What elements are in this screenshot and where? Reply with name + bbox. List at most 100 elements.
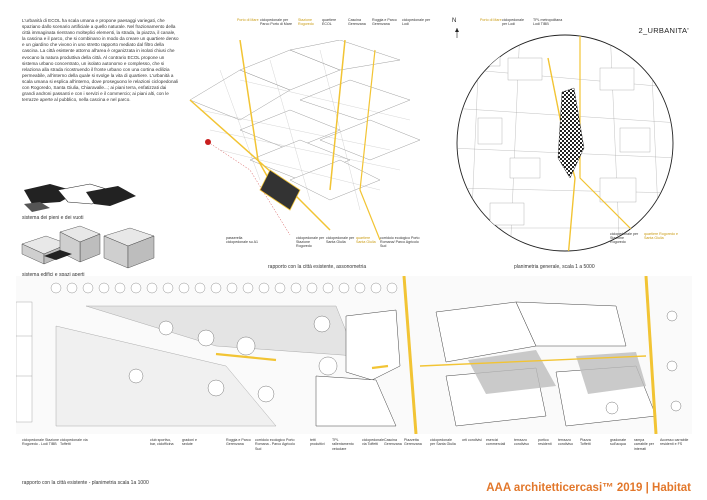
masterplan-block xyxy=(489,202,525,226)
north-label: N xyxy=(452,18,457,24)
bottom-label: tetti produttivi xyxy=(310,438,325,447)
bottom-label: corridoio ecologico Porto Romana - Parco… xyxy=(255,438,295,451)
buildings-diagram xyxy=(21,225,155,269)
caption-axonometric: rapporto con la città esistente, assonom… xyxy=(268,264,367,270)
tree xyxy=(226,282,238,294)
tree xyxy=(98,282,110,294)
plan-building xyxy=(315,375,397,427)
north-arrow-icon xyxy=(455,28,459,38)
void-block xyxy=(86,186,136,206)
tree xyxy=(114,282,126,294)
tree xyxy=(82,282,94,294)
axo-label-ciclo-santa-giulia: ciclopedonale per Santa Giulia xyxy=(326,236,355,245)
axo-label-quartiere-ecol: quartiere ECOL xyxy=(322,18,337,27)
axo-label-stazione: Stazione Rogoredo xyxy=(298,18,314,27)
axo-label-corridoio: corridoio ecologico Porto Romana/ Parco … xyxy=(380,236,420,249)
caption-masterplan: planimetria generale, scala 1 a 5000 xyxy=(514,264,595,270)
masterplan-block xyxy=(507,57,543,81)
tree xyxy=(666,360,678,372)
tree xyxy=(666,310,678,322)
tree xyxy=(197,329,215,347)
axo-label-ciclo-stazione: ciclopedonale per Stazione Rogoredo xyxy=(296,236,325,249)
tree xyxy=(322,282,334,294)
caption-open-spaces: sistema edifici e spazi aperti xyxy=(22,272,85,278)
bottom-label: Cascina Gerenzana xyxy=(384,438,402,447)
bottom-label: terrazzo condiviso xyxy=(514,438,529,447)
bottom-label: Accesso carrabile residenti e FS xyxy=(660,438,689,447)
axo-label-roggia: Roggia e Parco Gerenzana xyxy=(372,18,397,27)
tree xyxy=(258,282,270,294)
tree xyxy=(194,282,206,294)
tree xyxy=(210,282,222,294)
tree xyxy=(257,385,275,403)
axo-label-pista: ciclopedonale per Parco Porto di Mare xyxy=(260,18,292,27)
axo-label-cascina: Cascina Gerenzana xyxy=(348,18,366,27)
site-plan xyxy=(16,276,692,434)
bottom-label: Piazza Toffetti xyxy=(580,438,591,447)
bottom-label: portico residenti xyxy=(538,438,552,447)
bottom-label: ciclopedonale via Toffetti xyxy=(362,438,384,447)
plan-building xyxy=(515,301,627,347)
bottom-label: rampa carrabile per interrati xyxy=(634,438,654,451)
tree xyxy=(354,282,366,294)
axo-street xyxy=(219,49,361,211)
masterplan-block xyxy=(477,117,503,145)
plan-cycle-route xyxy=(215,352,277,362)
masterplan-block xyxy=(619,127,651,153)
tree xyxy=(50,282,62,294)
plan-cycle-route xyxy=(644,276,658,434)
bottom-label: gradonate sull'acqua xyxy=(610,438,627,447)
bottom-label: esercizi commerciali xyxy=(486,438,506,447)
axo-label-passerella: passerella ciclopedonale su A1 xyxy=(226,236,258,245)
plan-label-santa-giulia: quartiere Rogoredo e Santa Giulia xyxy=(644,232,678,241)
tree xyxy=(605,401,619,415)
axonometric-drawing xyxy=(189,40,421,241)
open-space-marker xyxy=(44,250,72,260)
tree xyxy=(386,282,398,294)
tree xyxy=(318,356,338,376)
tree xyxy=(178,282,190,294)
plan-label-ciclo-stazione: ciclopedonale per Stazione Rogoredo xyxy=(610,232,639,245)
plan-left-building xyxy=(16,301,33,423)
axo-cycle-route xyxy=(359,49,381,241)
masterplan-street xyxy=(469,35,661,251)
tree xyxy=(236,336,256,356)
bottom-label: gradoni e sedute xyxy=(182,438,197,447)
plan-cycle-route xyxy=(419,355,647,367)
plan-label-tpl-lodi: TPL metropolitana Lodi TIBB xyxy=(533,18,563,27)
bottom-label: TPL rallentamento veicolare xyxy=(332,438,354,451)
bottom-label: orti condivisi xyxy=(462,438,482,442)
intro-paragraph: L'urbanità di ECOL ha scala umana e prop… xyxy=(22,18,179,103)
tree xyxy=(162,282,174,294)
tree xyxy=(313,315,331,333)
masterplan-cycle-route xyxy=(579,35,641,239)
tree xyxy=(370,282,382,294)
building-block xyxy=(127,235,155,269)
caption-plan: rapporto con la città esistente - planim… xyxy=(22,480,149,486)
axo-cycle-route xyxy=(329,40,346,191)
tree xyxy=(242,282,254,294)
axo-label-ciclo-lodi: ciclopedonale per Lodi xyxy=(402,18,431,27)
bottom-label: Piazzetta Gerenzana xyxy=(404,438,422,447)
bottom-label: terrazzo condiviso xyxy=(558,438,573,447)
axo-label-quartiere-santa-giulia: quartiere Santa Giulia xyxy=(356,236,376,245)
plan-terrace xyxy=(576,352,646,394)
plan-label-porto-mare: Porto di Mare xyxy=(480,18,502,22)
axo-ecol-site xyxy=(259,169,301,211)
masterplan-block xyxy=(509,157,541,179)
axo-label-porto-mare: Porto di Mare xyxy=(237,18,259,22)
masterplan-block xyxy=(599,67,635,91)
tree xyxy=(338,282,350,294)
masterplan-block xyxy=(599,177,637,203)
plan-cycle-route xyxy=(402,276,418,434)
masterplan-ecol-site xyxy=(557,87,585,179)
axo-building xyxy=(299,79,411,121)
tree xyxy=(128,368,144,384)
tree xyxy=(306,282,318,294)
void-block xyxy=(24,202,50,212)
masterplan-circle xyxy=(456,34,674,252)
tree xyxy=(274,282,286,294)
plan-park xyxy=(55,325,277,427)
bottom-label: Roggia e Parco Gerenzana xyxy=(226,438,251,447)
tree xyxy=(66,282,78,294)
